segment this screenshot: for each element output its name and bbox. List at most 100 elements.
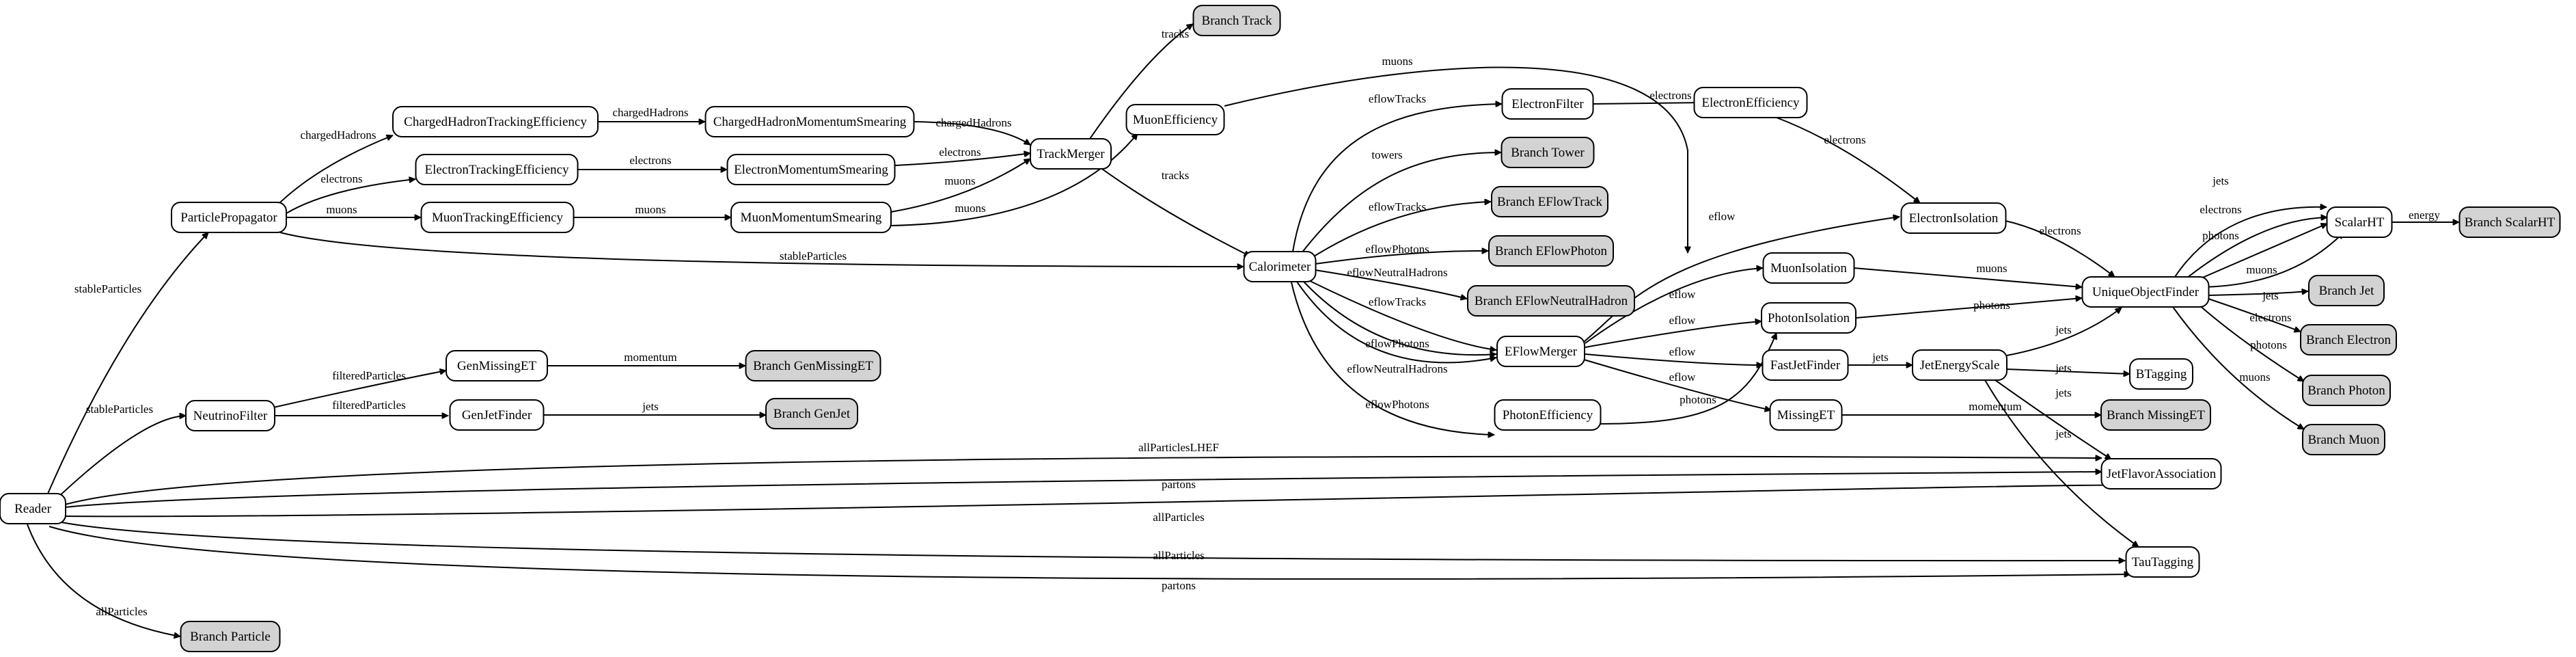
edge-label: eflowPhotons (1365, 398, 1429, 411)
edge-label: jets (1872, 351, 1889, 364)
node-box (2100, 458, 2222, 490)
edge-label: electrons (1649, 89, 1691, 102)
node-label: MuonIsolation (1770, 261, 1847, 276)
edge-arrow (890, 133, 1138, 226)
node-box (726, 154, 896, 185)
edge-particle-propagator-to-electron-tracking-efficiency: electrons (286, 172, 415, 214)
edge-label: eflow (1669, 345, 1696, 358)
edge-label: jets (642, 400, 659, 413)
edge-label: photons (1680, 393, 1716, 406)
node-label: Branch EFlowPhoton (1495, 244, 1608, 258)
node-branch-electron: Branch Electron (2300, 324, 2397, 356)
node-label: ElectronMomentumSmearing (734, 163, 888, 177)
node-unique-object-finder: UniqueObjectFinder (2081, 276, 2210, 308)
node-box (1496, 336, 1585, 367)
edge-eflow-merger-to-missing-et: eflow (1583, 359, 1771, 410)
edge-reader-to-jet-flavor-association: allParticlesLHEF (64, 441, 2102, 505)
edge-missing-et-to-branch-missing-et: momentum (1841, 400, 2101, 415)
edge-label: eflowPhotons (1365, 337, 1429, 350)
edge-calorimeter-to-eflow-merger: eflowTracks (1308, 280, 1496, 350)
edge-label: muons (944, 174, 975, 187)
node-label: Branch Muon (2307, 433, 2380, 447)
edge-arrow (2006, 307, 2122, 356)
edge-label: chargedHadrons (300, 129, 376, 142)
node-label: Branch Jet (2319, 284, 2374, 298)
node-label: ElectronEfficiency (1701, 96, 1800, 110)
edge-arrow (1583, 217, 1900, 343)
edge-arrow (1583, 359, 1771, 410)
node-box (1491, 186, 1608, 217)
node-box (2125, 546, 2200, 578)
edge-unique-object-finder-to-scalar-ht: jets (2174, 174, 2327, 278)
node-label: ParticlePropagator (180, 211, 277, 225)
edge-arrow (1585, 353, 1763, 365)
edge-arrow (894, 153, 1030, 166)
node-box (745, 350, 881, 381)
node-box (1192, 5, 1281, 36)
edge-muon-momentum-smearing-to-track-merger: muons (890, 158, 1030, 213)
node-label: Branch EFlowNeutralHadron (1475, 294, 1628, 308)
node-box (2458, 206, 2561, 238)
edge-label: electrons (939, 146, 981, 159)
edge-eflow-merger-to-fast-jet-finder: eflow (1585, 345, 1763, 365)
edge-label: jets (2055, 323, 2072, 336)
edge-calorimeter-to-branch-eflow-neutral-hadron: eflowNeutralHadrons (1315, 266, 1467, 299)
node-neutrino-filter: NeutrinoFilter (185, 400, 275, 431)
edge-electron-filter-to-electron-efficiency: electrons (1593, 89, 1705, 104)
node-label: ElectronIsolation (1909, 211, 1999, 226)
node-branch-jet: Branch Jet (2308, 275, 2385, 306)
edge-arrow (1296, 281, 1496, 364)
node-box (185, 400, 275, 431)
node-box (1030, 138, 1112, 170)
edge-arrow (1292, 104, 1502, 252)
node-label: EFlowMerger (1505, 345, 1578, 359)
node-muon-isolation: MuonIsolation (1762, 252, 1855, 284)
edge-label: allParticles (96, 605, 148, 618)
edge-label: photons (1973, 299, 2010, 312)
node-label: Branch Electron (2306, 333, 2391, 347)
node-scalar-ht: ScalarHT (2326, 206, 2393, 238)
node-branch-eflow-neutral-hadron: Branch EFlowNeutralHadron (1467, 285, 1635, 317)
edge-label: electrons (320, 172, 362, 185)
node-box (1912, 349, 2008, 381)
node-box (1125, 104, 1225, 135)
edge-label: eflowTracks (1369, 92, 1426, 105)
edge-label: tracks (1162, 169, 1190, 182)
edge-label: momentum (624, 351, 676, 364)
edge-arrow (1585, 321, 1762, 348)
node-branch-gen-jet: Branch GenJet (765, 398, 858, 429)
edge-label: towers (1371, 148, 1402, 161)
edge-label: jets (2055, 386, 2072, 399)
node-branch-eflow-track: Branch EFlowTrack (1491, 186, 1608, 217)
edge-arrow (2196, 232, 2344, 288)
edge-label: electrons (2249, 311, 2291, 324)
edge-arrow (279, 135, 393, 203)
edge-label: electrons (1824, 133, 1865, 146)
edge-arrow (1855, 298, 2082, 319)
edge-arrow (49, 526, 2130, 580)
node-box (1900, 202, 2007, 234)
edge-label: eflow (1669, 314, 1696, 327)
node-box (1494, 399, 1602, 431)
edge-arrow (2006, 368, 2130, 374)
edge-label: eflow (1709, 210, 1736, 223)
edge-calorimeter-to-branch-eflow-photon: eflowPhotons (1315, 243, 1488, 265)
node-branch-tower: Branch Tower (1501, 137, 1595, 168)
edge-arrow (1315, 269, 1467, 299)
edge-label: photons (2202, 229, 2239, 242)
edge-reader-to-branch-particle: allParticles (27, 524, 180, 636)
edge-arrow (890, 158, 1030, 213)
node-gen-jet-finder: GenJetFinder (449, 399, 545, 431)
edge-particle-propagator-to-charged-hadron-tracking-efficiency: chargedHadrons (279, 129, 393, 203)
edge-calorimeter-to-branch-tower: towers (1301, 148, 1501, 254)
edge-label: muons (955, 202, 985, 215)
node-branch-photon: Branch Photon (2302, 375, 2391, 406)
node-box (1762, 252, 1855, 284)
edge-charged-hadron-tracking-efficiency-to-charged-hadron-momentum-smearing: chargedHadrons (598, 106, 705, 122)
edge-label: eflowNeutralHadrons (1347, 266, 1447, 279)
node-muon-tracking-efficiency: MuonTrackingEfficiency (420, 202, 575, 233)
node-label: ElectronFilter (1511, 97, 1584, 111)
edge-label: electrons (2200, 203, 2241, 216)
edge-eflow-merger-to-photon-isolation: eflow (1585, 314, 1762, 348)
edge-electron-tracking-efficiency-to-electron-momentum-smearing: electrons (578, 154, 727, 170)
